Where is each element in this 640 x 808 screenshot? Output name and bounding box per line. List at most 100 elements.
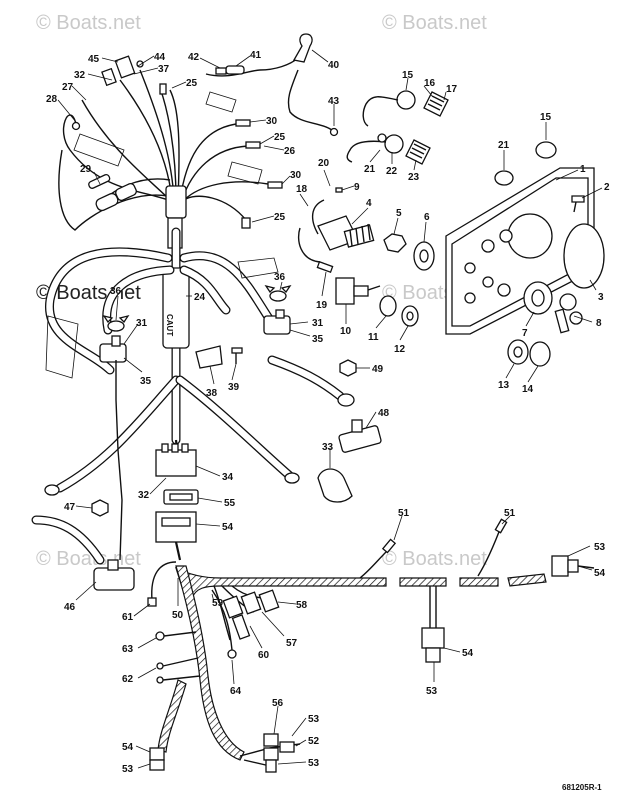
callout-48: 48 [378,408,390,419]
callout-43: 43 [328,96,340,107]
callout-numbers: 45 44 32 37 25 27 28 42 41 40 43 30 25 2… [46,50,610,792]
wing-nut-36b [264,284,292,302]
lower-harness [147,511,595,773]
callout-51: 51 [398,508,410,519]
watermark-top-right: © Boats.net [382,12,487,34]
svg-text:CAUT: CAUT [165,314,174,336]
callout-15: 15 [402,70,414,81]
callout-32: 32 [74,70,86,81]
callout-32: 32 [138,490,150,501]
callout-16: 16 [424,78,436,89]
cap-14 [529,341,551,367]
callout-36: 36 [274,272,286,283]
callout-18: 18 [296,184,308,195]
nut-5 [383,233,407,253]
callout-33: 33 [322,442,334,453]
callout-27: 27 [62,82,74,93]
screw-39 [231,347,243,354]
lens-17 [423,91,449,117]
callout-36: 36 [110,286,122,297]
callout-38: 38 [206,388,218,399]
callout-60: 60 [258,650,270,661]
wing-nut-36a [102,314,130,332]
callout-53: 53 [308,714,320,725]
callout-14: 14 [522,384,534,395]
upper-wire-bundle [58,33,339,249]
callout-20: 20 [318,158,330,169]
callout-50: 50 [172,610,184,621]
callout-53: 53 [426,686,438,697]
callout-53: 53 [122,764,134,775]
dash-panel-assembly [297,90,605,367]
callout-15: 15 [540,112,552,123]
callout-64: 64 [230,686,242,697]
callout-58: 58 [296,600,308,611]
connector-54d [149,747,165,761]
callout-51: 51 [504,508,516,519]
callout-46: 46 [64,602,76,613]
callout-24: 24 [194,292,206,303]
ring-terminal-28 [71,121,81,131]
battery-clamp-46 [93,559,135,591]
nut-11 [379,295,397,317]
ring-terminal-left [44,484,60,496]
callout-21: 21 [498,140,510,151]
callout-6: 6 [424,212,430,223]
callout-49: 49 [372,364,384,375]
callout-21: 21 [364,164,376,175]
callout-42: 42 [188,52,200,63]
bezel-21 [494,170,514,186]
callout-26: 26 [284,146,296,157]
drawing-part-code: 681205R-1 [562,783,602,792]
callout-8: 8 [596,318,602,329]
hex-nut-47 [91,499,109,517]
callout-56: 56 [272,698,284,709]
connector-plug-34 [155,449,197,477]
leader-lines [57,49,603,769]
clip-38 [195,345,223,369]
callout-61: 61 [122,612,134,623]
connector-54c [421,627,445,649]
terminal-boot-33 [317,468,353,503]
callout-19: 19 [316,300,328,311]
callout-47: 47 [64,502,76,513]
protective-sleeve-24 [162,267,190,349]
watermark-top-left: © Boats.net [36,12,141,34]
bezel-15 [535,141,557,159]
callout-54: 54 [222,522,234,533]
callout-29: 29 [80,164,92,175]
battery-clamp-right [263,309,291,335]
callout-45: 45 [88,54,100,65]
terminal-30a [235,119,251,127]
callout-41: 41 [250,50,262,61]
fuse-holder [88,173,137,212]
lamp-socket-22 [384,134,404,154]
callout-25: 25 [186,78,198,89]
callout-30: 30 [290,170,302,181]
callout-11: 11 [368,332,379,343]
callout-62: 62 [122,674,134,685]
callout-35: 35 [140,376,152,387]
toggle-switch-10 [335,277,355,305]
callout-54: 54 [122,742,134,753]
callout-31: 31 [312,318,324,329]
gauge-lens-3 [563,223,605,289]
callout-30: 30 [266,116,278,127]
callout-54: 54 [594,568,606,579]
callout-13: 13 [498,380,510,391]
callout-28: 28 [46,94,58,105]
connector-37 [101,67,117,87]
callout-4: 4 [366,198,372,209]
callout-39: 39 [228,382,240,393]
callout-57: 57 [286,638,298,649]
ignition-key-8 [554,293,583,334]
callout-54: 54 [462,648,474,659]
terminal-30b [267,181,283,189]
callout-7: 7 [522,328,528,339]
callout-10: 10 [340,326,352,337]
callout-25: 25 [274,132,286,143]
callout-12: 12 [394,344,406,355]
callout-1: 1 [580,164,586,175]
callout-2: 2 [604,182,610,193]
